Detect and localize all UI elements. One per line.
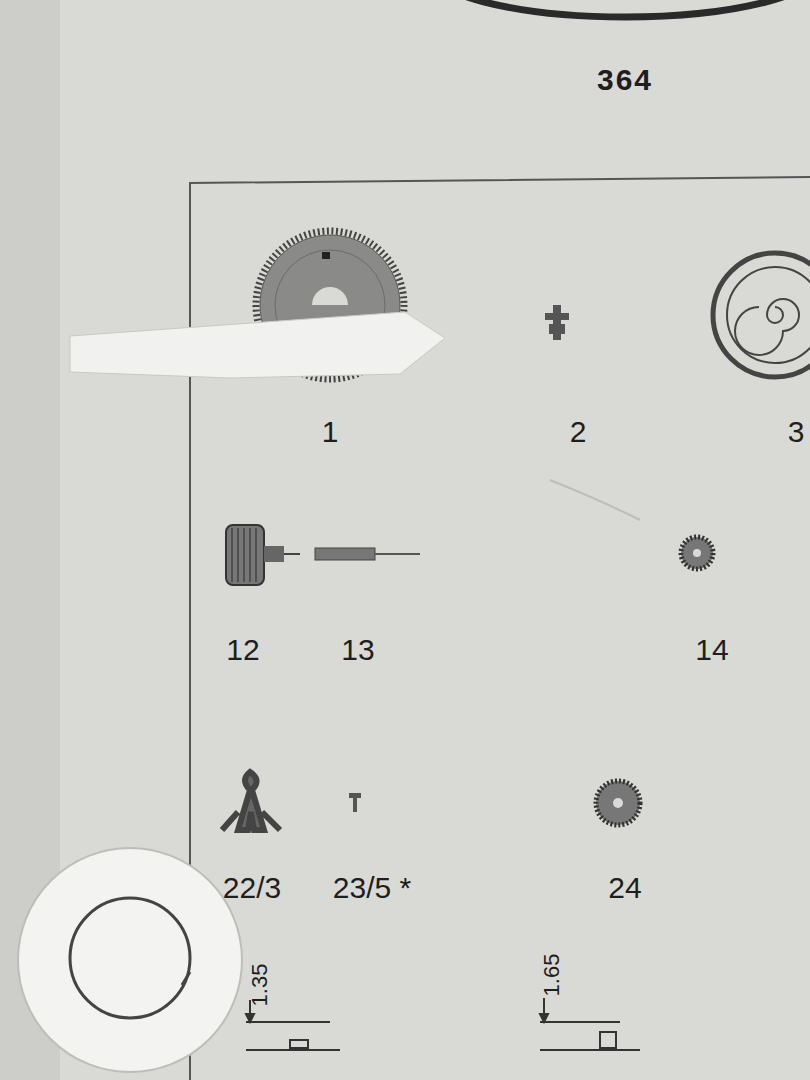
wheel-24 [596, 781, 640, 825]
screw-23 [349, 793, 361, 812]
movement-drawing [425, 0, 810, 17]
callout-number: 1 [322, 417, 339, 447]
callout-number: 24 [608, 873, 641, 903]
winding-stem [315, 548, 420, 560]
part-22 [222, 772, 280, 830]
dimension: 1.65 [541, 954, 563, 997]
part-2 [545, 305, 569, 340]
crown [226, 525, 300, 585]
tape-strip [70, 312, 445, 378]
frame [190, 177, 810, 1080]
dimension-lines [246, 998, 640, 1050]
callout-number: 3 [788, 417, 805, 447]
callout-number: 12 [226, 635, 259, 665]
wheel-14 [681, 537, 713, 569]
dimension: 1.35 [249, 964, 271, 1007]
washer [18, 848, 242, 1072]
callout-number: 2 [570, 417, 587, 447]
callout-number: 13 [341, 635, 374, 665]
callout-number: 22/3 [223, 873, 281, 903]
callout-number: 23/5 * [333, 873, 411, 903]
mainspring-barrel [713, 253, 810, 377]
caliber-number: 364 [597, 65, 653, 95]
callout-number: 14 [695, 635, 728, 665]
crease [550, 480, 640, 520]
